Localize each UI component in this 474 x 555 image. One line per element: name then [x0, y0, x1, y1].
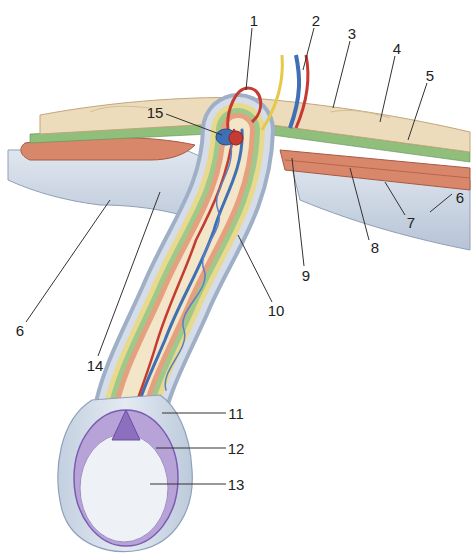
callout-number: 4 [393, 41, 401, 56]
testis [80, 434, 168, 542]
callout-number: 9 [302, 268, 310, 283]
spermatic-cord [128, 130, 242, 420]
artery [296, 55, 308, 128]
callout-number: 6 [456, 190, 464, 205]
callout-number: 10 [268, 303, 285, 318]
callout-number: 1 [250, 13, 258, 28]
artery [228, 88, 261, 130]
callout-number: 14 [87, 358, 104, 373]
callout-number: 6 [16, 323, 24, 338]
vessel-section [229, 131, 243, 145]
callout-number: 8 [371, 240, 379, 255]
callout-number: 13 [228, 477, 245, 492]
callout-number: 15 [147, 105, 164, 120]
callout-number: 11 [228, 406, 244, 421]
scrotal-covering [58, 395, 192, 552]
callout-number: 7 [407, 215, 415, 230]
tunica-vaginalis [74, 410, 178, 546]
leader-lines [26, 28, 452, 484]
callout-number: 12 [228, 441, 245, 456]
vein [290, 55, 299, 128]
nerve [262, 55, 282, 130]
epididymis [112, 410, 140, 440]
callout-number: 5 [426, 68, 434, 83]
callout-number: 2 [312, 13, 320, 28]
callout-number: 3 [348, 26, 356, 41]
